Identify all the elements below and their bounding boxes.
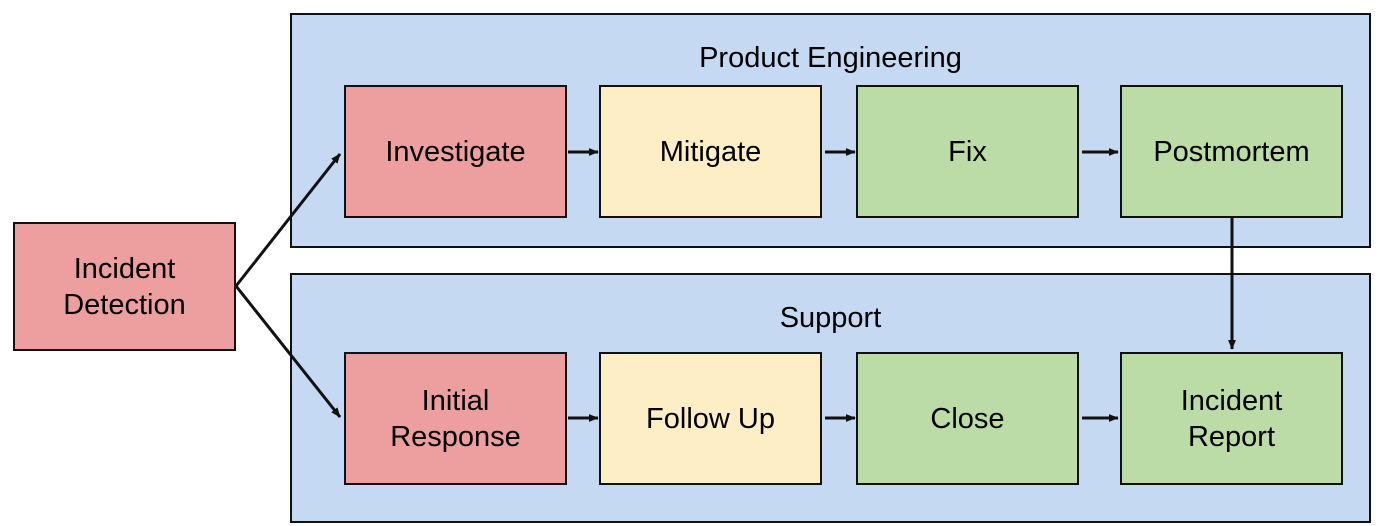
- node-incident-detection[interactable]: Incident Detection: [13, 222, 236, 351]
- node-mitigate[interactable]: Mitigate: [599, 85, 822, 218]
- node-investigate[interactable]: Investigate: [344, 85, 567, 218]
- node-postmortem[interactable]: Postmortem: [1120, 85, 1343, 218]
- node-fix[interactable]: Fix: [856, 85, 1079, 218]
- node-close[interactable]: Close: [856, 352, 1079, 485]
- swimlane-title-product-engineering: Product Engineering: [699, 42, 962, 74]
- node-incident-report[interactable]: Incident Report: [1120, 352, 1343, 485]
- node-follow-up[interactable]: Follow Up: [599, 352, 822, 485]
- node-initial-response[interactable]: Initial Response: [344, 352, 567, 485]
- swimlane-title-support: Support: [779, 302, 882, 334]
